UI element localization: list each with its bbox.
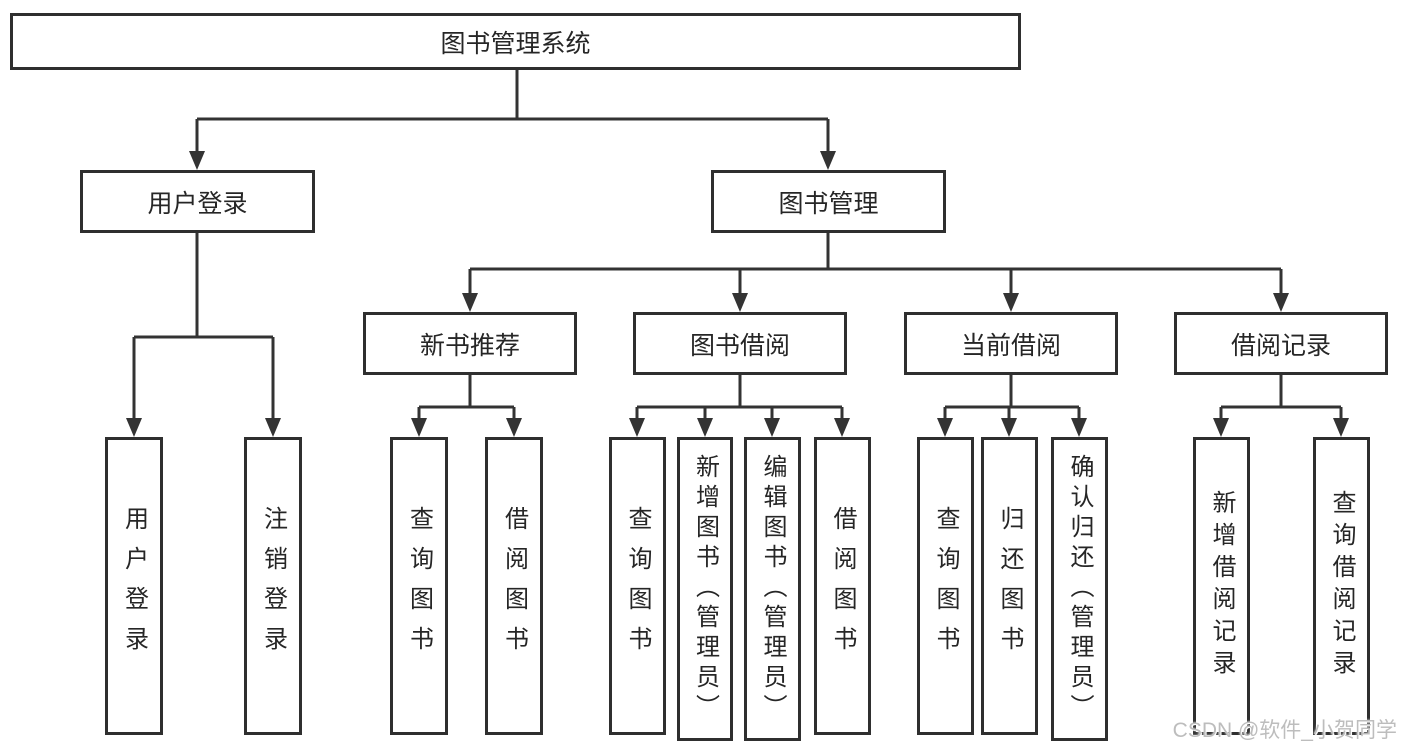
node-new-book-recommend: 新书推荐 <box>363 312 577 375</box>
leaf-user-login: 用户登录 <box>105 437 163 735</box>
leaf-nb-borrow-books-label: 借阅图书 <box>500 506 528 666</box>
leaf-br-query-record-label: 查询借阅记录 <box>1328 490 1355 682</box>
leaf-br-query-record: 查询借阅记录 <box>1313 437 1370 735</box>
leaf-bb-query-books-label: 查询图书 <box>624 506 651 666</box>
leaf-bb-edit-books-admin: 编辑图书（管理员） <box>744 437 801 741</box>
node-root-label: 图书管理系统 <box>440 29 591 58</box>
node-root: 图书管理系统 <box>10 13 1021 70</box>
leaf-cb-query-books-label: 查询图书 <box>932 506 959 666</box>
node-book-management-label: 图书管理 <box>778 189 879 218</box>
node-book-borrowing-label: 图书借阅 <box>689 331 790 360</box>
leaf-br-add-record-label: 新增借阅记录 <box>1208 490 1235 682</box>
csdn-watermark: CSDN @软件_小贺同学 <box>1173 714 1397 744</box>
leaf-user-login-label: 用户登录 <box>120 506 148 666</box>
csdn-watermark-text: CSDN @软件_小贺同学 <box>1172 719 1397 742</box>
leaf-bb-edit-books-admin-label: 编辑图书（管理员） <box>759 454 786 724</box>
leaf-cb-return-books-label: 归还图书 <box>996 506 1023 666</box>
leaf-logout-login: 注销登录 <box>244 437 302 735</box>
leaf-bb-add-books-admin: 新增图书（管理员） <box>677 437 733 741</box>
leaf-nb-borrow-books: 借阅图书 <box>485 437 543 735</box>
node-user-login-label: 用户登录 <box>147 189 248 218</box>
node-book-borrowing: 图书借阅 <box>633 312 847 375</box>
leaf-nb-query-books: 查询图书 <box>390 437 448 735</box>
leaf-bb-add-books-admin-label: 新增图书（管理员） <box>691 454 719 724</box>
leaf-bb-borrow-books: 借阅图书 <box>814 437 871 735</box>
node-current-borrowing-label: 当前借阅 <box>960 331 1061 360</box>
node-borrowing-records: 借阅记录 <box>1174 312 1388 375</box>
node-new-book-recommend-label: 新书推荐 <box>419 331 520 360</box>
leaf-logout-login-label: 注销登录 <box>259 506 287 666</box>
node-book-management: 图书管理 <box>711 170 946 233</box>
leaf-cb-return-books: 归还图书 <box>981 437 1038 735</box>
node-user-login: 用户登录 <box>80 170 315 233</box>
leaf-cb-confirm-return-admin: 确认归还（管理员） <box>1051 437 1108 741</box>
leaf-br-add-record: 新增借阅记录 <box>1193 437 1250 735</box>
leaf-cb-confirm-return-admin-label: 确认归还（管理员） <box>1066 454 1093 724</box>
node-current-borrowing: 当前借阅 <box>904 312 1118 375</box>
leaf-bb-borrow-books-label: 借阅图书 <box>829 506 856 666</box>
leaf-cb-query-books: 查询图书 <box>917 437 974 735</box>
leaf-bb-query-books: 查询图书 <box>609 437 666 735</box>
node-borrowing-records-label: 借阅记录 <box>1230 331 1331 360</box>
leaf-nb-query-books-label: 查询图书 <box>405 506 433 666</box>
